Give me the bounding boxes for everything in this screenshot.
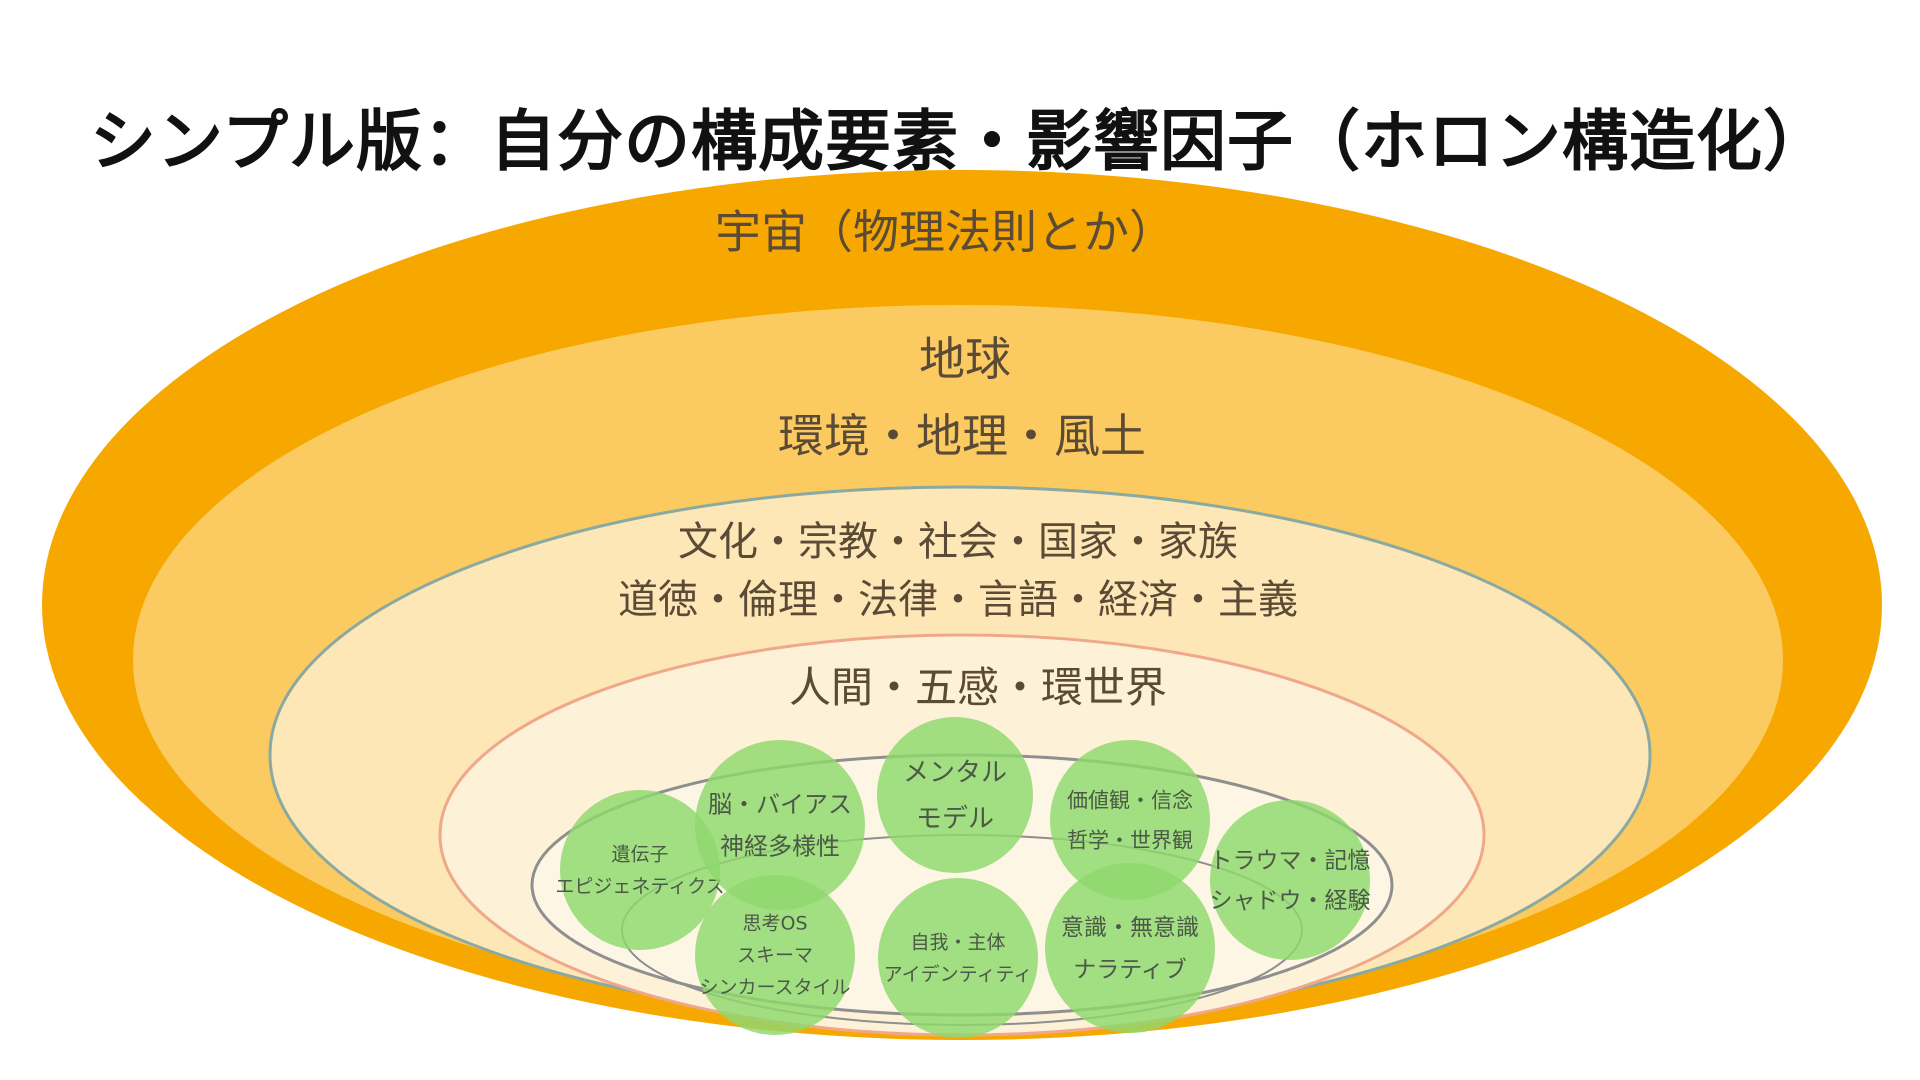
bubble-label: モデル — [916, 804, 994, 834]
bubble-label: ナラティブ — [1073, 957, 1187, 983]
bubble-circle — [878, 878, 1038, 1038]
bubble-label: 思考OS — [742, 913, 807, 935]
bubble-label: シンカースタイル — [699, 977, 850, 999]
bubble-label: シャドウ・経験 — [1210, 888, 1371, 914]
environment-label: 環境・地理・風土 — [778, 409, 1146, 463]
self-components: 遺伝子エピジェネティクス脳・バイアス神経多様性メンタルモデル価値観・信念哲学・世… — [555, 717, 1371, 1038]
bubble-label: エピジェネティクス — [555, 876, 724, 898]
bubble-circle — [560, 790, 720, 950]
human-label: 人間・五感・環世界 — [789, 663, 1167, 712]
bubble-circle — [1210, 800, 1370, 960]
bubble-label: アイデンティティ — [884, 964, 1033, 986]
page-title: シンプル版：自分の構成要素・影響因子（ホロン構造化） — [89, 103, 1831, 180]
bubble-label: メンタル — [903, 758, 1007, 788]
bubble-circle — [1045, 863, 1215, 1033]
bubble-label: 意識・無意識 — [1061, 915, 1199, 941]
bubble-label: 神経多様性 — [720, 832, 840, 860]
bubble-label: 遺伝子 — [611, 844, 668, 866]
universe-label: 宇宙（物理法則とか） — [715, 205, 1175, 259]
bubble-label: 価値観・信念 — [1067, 788, 1193, 812]
culture-label: 文化・宗教・社会・国家・家族 — [678, 519, 1238, 565]
ethics-label: 道徳・倫理・法律・言語・経済・主義 — [618, 577, 1298, 623]
bubble-circle — [877, 717, 1033, 873]
bubble-circle — [695, 875, 855, 1035]
earth-label: 地球 — [919, 332, 1011, 386]
bubble-label: 哲学・世界観 — [1067, 828, 1193, 852]
bubble-circle — [695, 740, 865, 910]
bubble-label: スキーマ — [737, 945, 813, 967]
bubble-label: 自我・主体 — [910, 932, 1005, 954]
bubble-label: 脳・バイアス — [708, 790, 852, 818]
bubble-circle — [1050, 740, 1210, 900]
bubble-label: トラウマ・記憶 — [1210, 848, 1371, 874]
